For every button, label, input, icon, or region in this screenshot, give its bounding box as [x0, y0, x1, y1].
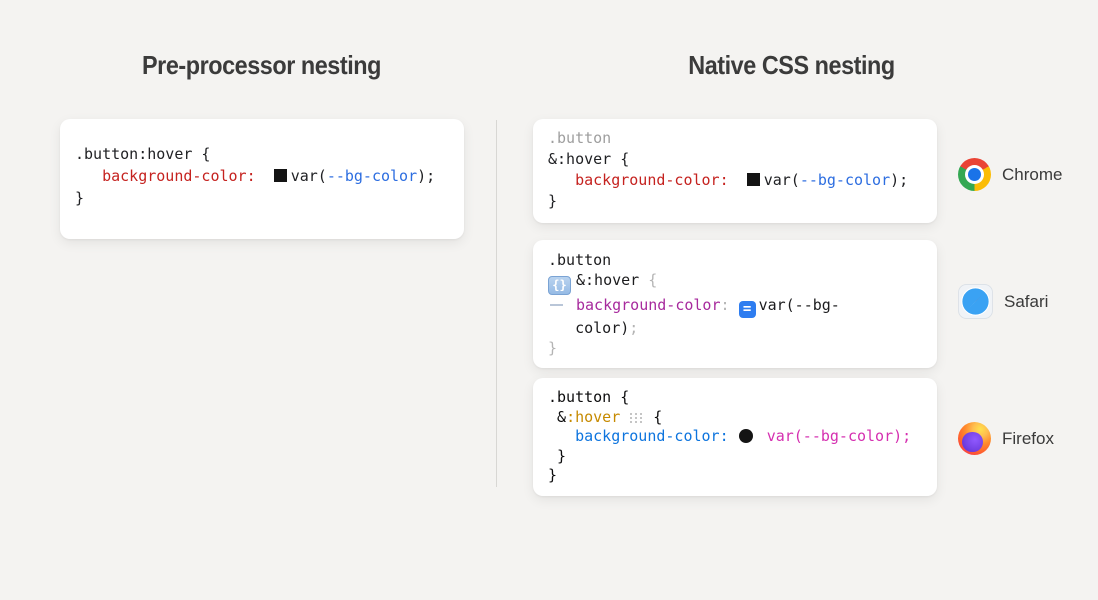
code-token — [620, 408, 629, 426]
code-token — [75, 167, 102, 185]
css-rule-badge-icon: {} — [548, 276, 571, 295]
color-swatch-square-icon — [746, 173, 760, 186]
code-token: &:hover { — [548, 150, 630, 168]
dots-grid-icon — [630, 412, 643, 423]
code-token: .button { — [548, 388, 630, 406]
code-token: .button:hover { — [75, 145, 211, 163]
safari-logo-icon — [958, 284, 993, 319]
firefox-code-card: .button { &:hover { background-color: va… — [533, 378, 937, 496]
code-line: background-color: =var(--bg- — [548, 295, 922, 318]
code-token — [548, 171, 575, 189]
browser-name-chrome: Chrome — [1002, 164, 1063, 184]
chrome-code-card: .button &:hover { background-color: var(-… — [533, 119, 937, 223]
code-token: background-color: — [575, 171, 729, 189]
code-line: .button { — [548, 388, 922, 408]
column-divider — [496, 120, 497, 487]
code-line: } — [548, 466, 922, 486]
firefox-logo-icon — [958, 422, 991, 455]
code-token: } — [548, 339, 558, 357]
code-token: } — [548, 466, 558, 484]
color-swatch-square-icon — [273, 169, 287, 182]
code-token: ); — [890, 171, 909, 189]
code-line: } — [548, 447, 922, 467]
code-line: } — [548, 191, 922, 212]
code-token: background-color: — [575, 427, 729, 445]
color-swatch-circle-icon — [738, 429, 753, 443]
code-token: { — [648, 271, 658, 289]
code-line: background-color: var(--bg-color); — [75, 165, 449, 187]
code-token: .button — [548, 251, 612, 269]
checkbox-dash-icon — [550, 304, 563, 306]
left-heading: Pre-processor nesting — [142, 50, 381, 80]
right-heading: Native CSS nesting — [688, 50, 895, 80]
code-token: .button — [548, 129, 612, 147]
code-token: ); — [417, 167, 436, 185]
code-line: } — [75, 187, 449, 209]
code-token — [548, 427, 575, 445]
code-line: {} &:hover { — [548, 270, 922, 295]
code-line: background-color: var(--bg-color); — [548, 170, 922, 191]
browser-label-firefox: Firefox — [958, 422, 1054, 455]
code-line: &:hover { — [548, 408, 922, 428]
browser-label-safari: Safari — [958, 284, 1048, 319]
code-token: : — [720, 296, 730, 314]
code-line: color); — [548, 318, 922, 338]
code-token — [729, 171, 747, 189]
code-line: &:hover { — [548, 149, 922, 170]
code-token: &:hover — [576, 271, 649, 289]
code-token: ; — [629, 319, 639, 337]
code-token: var( — [290, 167, 327, 185]
code-token — [758, 427, 767, 445]
browser-label-chrome: Chrome — [958, 158, 1062, 191]
code-token: color) — [548, 319, 630, 337]
browser-name-safari: Safari — [1004, 291, 1049, 311]
code-token — [729, 427, 738, 445]
code-token: --bg-color — [799, 171, 891, 189]
browser-name-firefox: Firefox — [1002, 428, 1054, 448]
code-token: :hover — [566, 407, 621, 426]
code-token: } — [548, 446, 567, 465]
code-token: var(--bg- — [758, 296, 840, 314]
css-variable-badge-icon: = — [738, 301, 756, 318]
code-token: } — [548, 192, 558, 210]
code-token: --bg-color — [326, 167, 418, 185]
code-token: var( — [763, 171, 800, 189]
code-line: background-color: var(--bg-color); — [548, 427, 922, 447]
code-token: } — [75, 189, 85, 207]
code-token — [730, 296, 739, 314]
safari-code-card: .button {} &:hover { background-color: =var… — [533, 240, 937, 368]
code-line: } — [548, 338, 922, 358]
code-token — [256, 167, 274, 185]
code-line: .button — [548, 250, 922, 270]
code-token: background-color — [576, 296, 721, 314]
code-token: var(--bg-color); — [766, 427, 912, 445]
code-line: .button:hover { — [75, 143, 449, 165]
preprocessor-code-card: .button:hover { background-color: var(--… — [60, 119, 464, 239]
code-token: background-color: — [102, 167, 256, 185]
code-token: & — [548, 407, 567, 426]
code-line: .button — [548, 128, 922, 149]
chrome-logo-icon — [958, 158, 991, 191]
code-token: { — [644, 407, 663, 426]
